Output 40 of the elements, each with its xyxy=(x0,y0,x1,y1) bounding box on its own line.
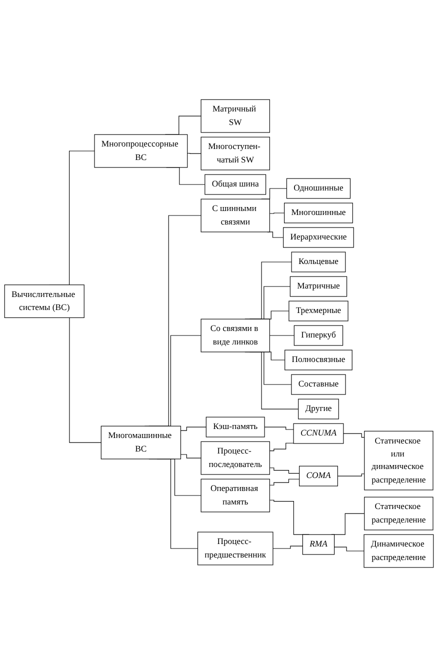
connector xyxy=(264,427,294,430)
connector xyxy=(269,479,300,486)
node-box: COMA xyxy=(299,466,338,487)
node-box: Вычислительные системы (ВС) xyxy=(4,285,84,318)
node-box: Со связями в виде линков xyxy=(200,319,270,353)
connector xyxy=(334,547,364,552)
connector xyxy=(180,454,202,459)
node-box: Кэш-память xyxy=(206,417,265,438)
node-box: Составные xyxy=(291,374,346,396)
node-box: Многошинные xyxy=(284,203,353,224)
node-box: Полносвязные xyxy=(284,350,352,371)
connector xyxy=(180,427,206,432)
node-box: Многомашинные ВС xyxy=(100,426,182,460)
node-box: С шинными связями xyxy=(200,199,270,233)
node-box: Многопроцессорные ВС xyxy=(94,134,188,168)
node-box: Динамическое распределение xyxy=(364,534,434,568)
connector xyxy=(272,546,303,550)
node-box: Оперативная память xyxy=(200,479,270,513)
connector xyxy=(269,213,285,214)
connector xyxy=(337,474,365,477)
connector xyxy=(187,153,202,154)
connector xyxy=(343,434,365,438)
node-box: Процесс- предшественник xyxy=(197,532,274,566)
node-box: RMA xyxy=(302,534,335,556)
node-box: CCNUMA xyxy=(293,424,344,444)
node-box: Процесс- последователь xyxy=(200,442,270,476)
node-box: Другие xyxy=(298,399,339,420)
node-box: Иерархические xyxy=(283,228,354,248)
node-box: Общая шина xyxy=(204,174,266,196)
connector xyxy=(269,468,300,474)
node-box: Статическое распределение xyxy=(364,497,434,531)
node-box: Статическое или динамическое распределение xyxy=(364,431,434,491)
node-box: Одношинные xyxy=(286,178,351,200)
node-box: Кольцевые xyxy=(291,252,346,273)
node-box: Трехмерные xyxy=(288,301,348,322)
node-box: Матричные xyxy=(290,276,348,298)
node-box: Многоступен- чатый SW xyxy=(200,137,270,171)
node-box: Матричный SW xyxy=(200,100,270,134)
node-box: Гиперкуб xyxy=(294,326,344,346)
connector xyxy=(269,443,294,452)
